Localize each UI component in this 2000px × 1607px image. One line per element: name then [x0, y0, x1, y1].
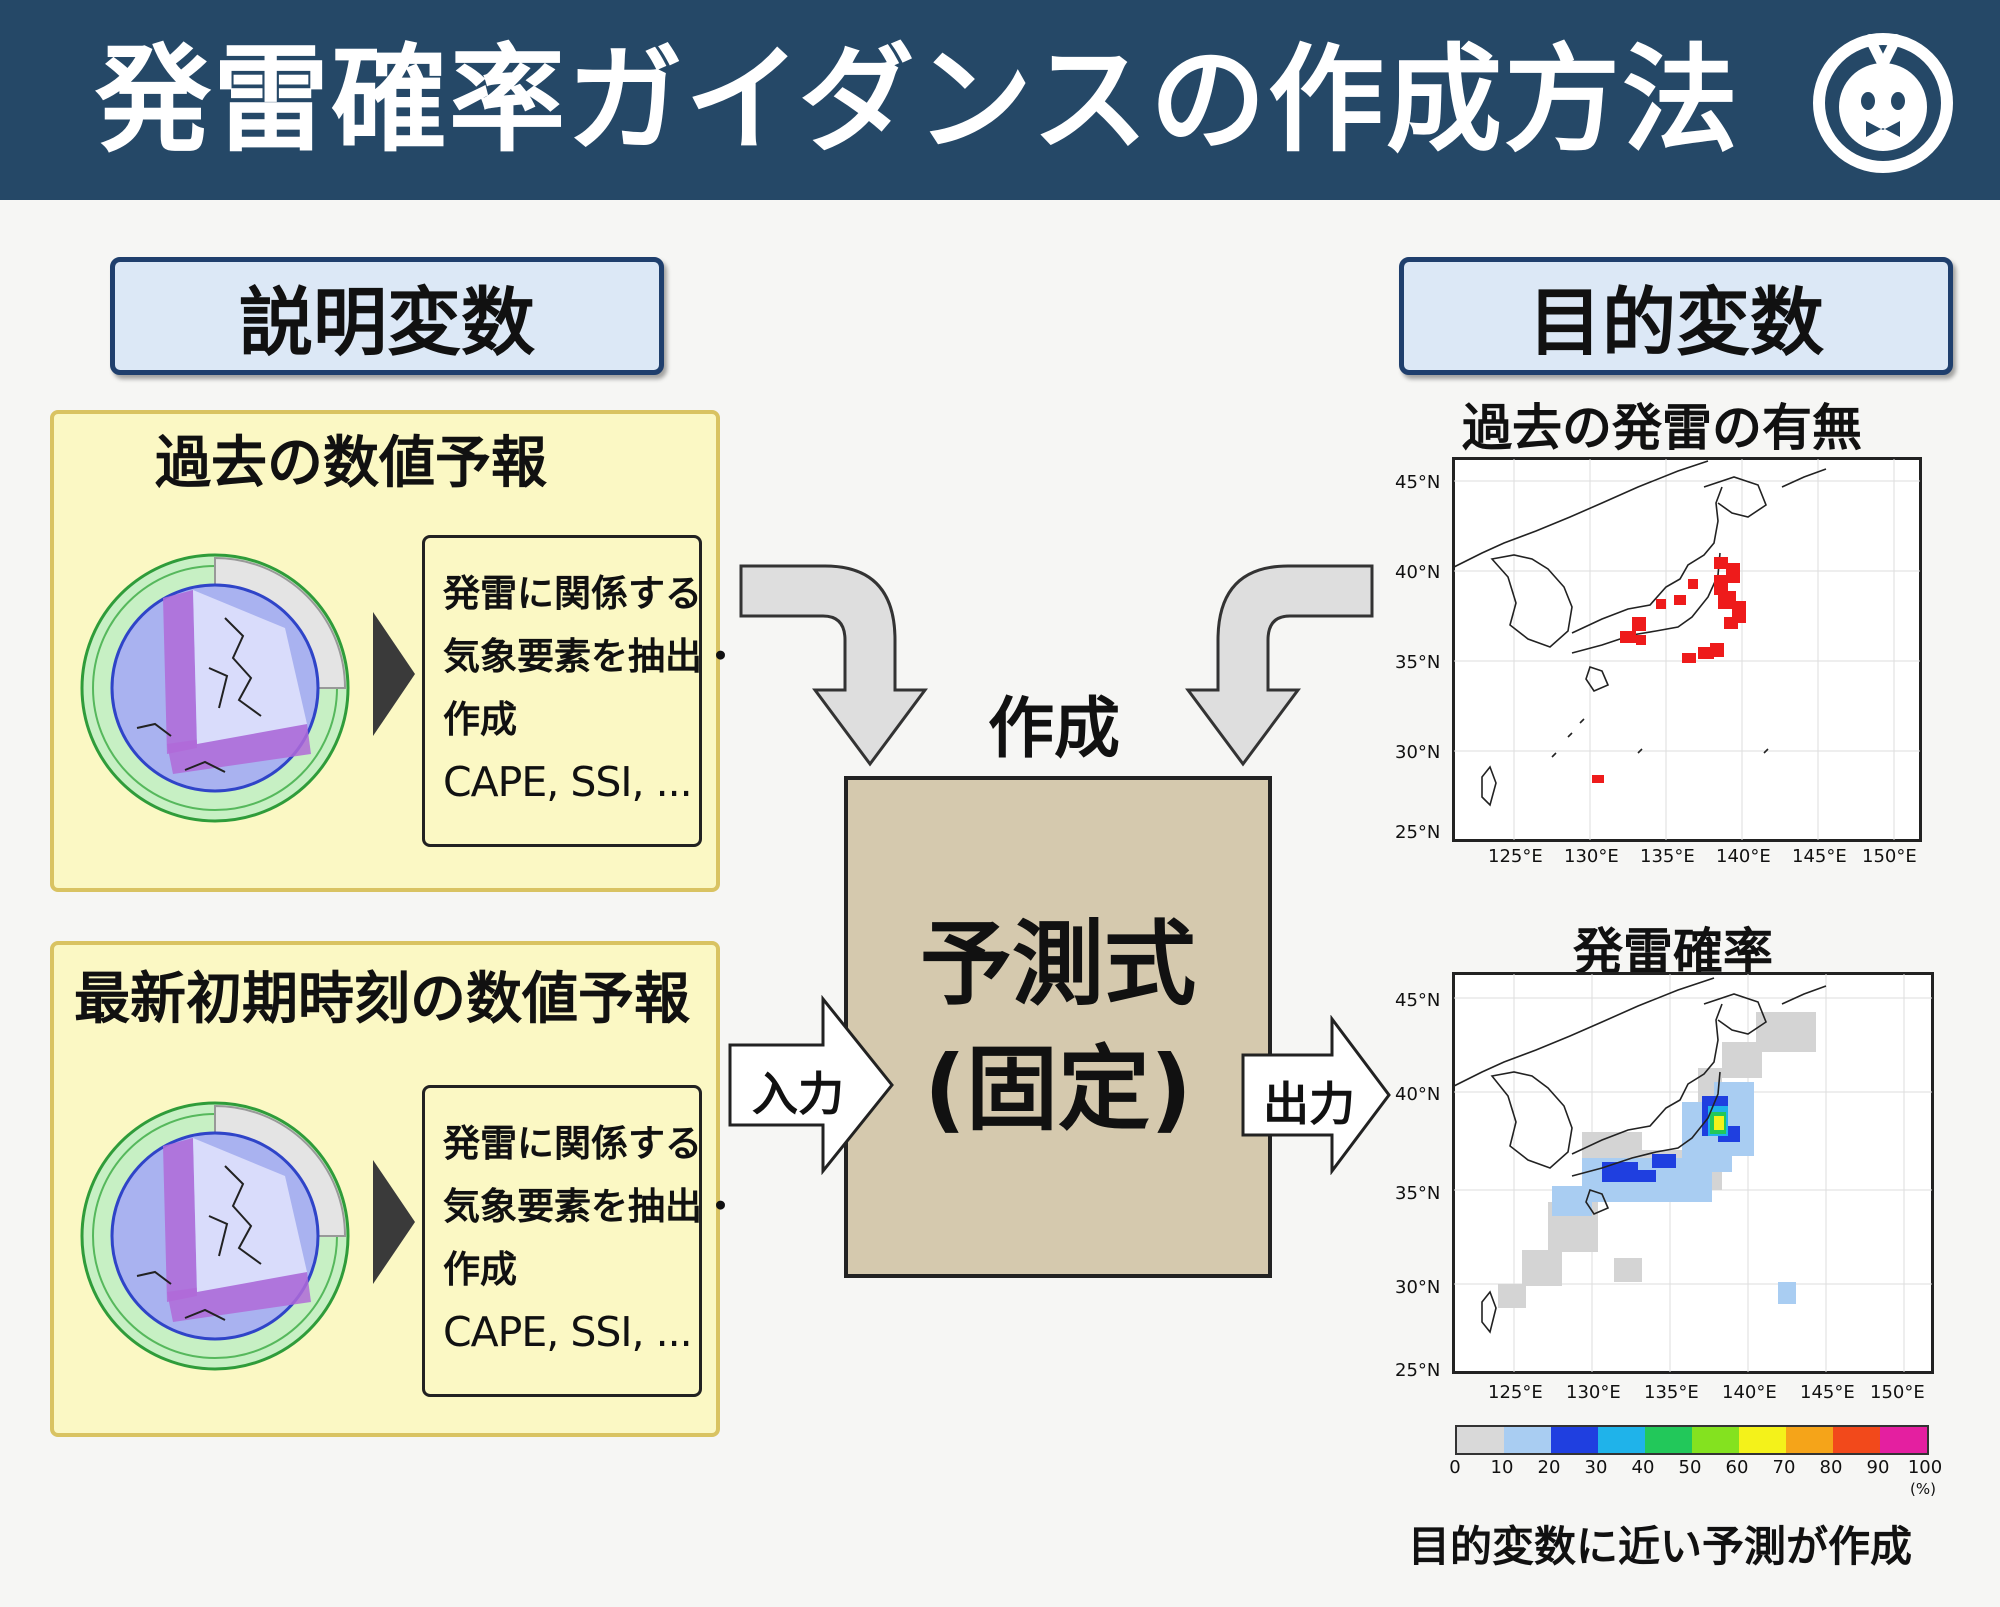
colorbar-segment — [1692, 1427, 1739, 1453]
lat-label: 25°N — [1395, 1360, 1441, 1381]
lon-label: 150°E — [1862, 846, 1917, 867]
chevron-right-icon — [373, 1160, 415, 1284]
lon-label: 140°E — [1722, 1382, 1777, 1403]
box-line: 作成 — [443, 1248, 517, 1291]
lon-label: 145°E — [1792, 846, 1847, 867]
colorbar-segment — [1880, 1427, 1927, 1453]
input-arrow — [728, 995, 894, 1175]
colorbar-tick-label: 20 — [1537, 1457, 1561, 1478]
curved-arrow-right — [1185, 564, 1374, 767]
lon-label: 135°E — [1644, 1382, 1699, 1403]
lon-label: 150°E — [1870, 1382, 1925, 1403]
colorbar-tick-label: 30 — [1584, 1457, 1608, 1478]
latest-nwp-title: 最新初期時刻の数値予報 — [74, 967, 690, 1032]
make-label: 作成 — [988, 690, 1120, 767]
lat-label: 30°N — [1395, 1277, 1441, 1298]
colorbar-tick-label: 0 — [1449, 1457, 1461, 1478]
explanatory-variables-label: 説明変数 — [110, 257, 664, 375]
objective-variables-label: 目的変数 — [1399, 257, 1953, 375]
colorbar-unit: (%) — [1910, 1480, 1936, 1498]
colorbar-segment — [1645, 1427, 1692, 1453]
colorbar — [1455, 1425, 1929, 1455]
box-line: 作成 — [443, 698, 517, 741]
map-title-probability: 発雷確率 — [1573, 923, 1773, 981]
lat-label: 45°N — [1395, 472, 1441, 493]
lon-label: 125°E — [1488, 1382, 1543, 1403]
formula-title: 予測式 — [919, 911, 1196, 1018]
extract-elements-box: 発雷に関係する 気象要素を抽出・ 作成 CAPE, SSI, ... — [422, 1085, 739, 1397]
colorbar-tick-label: 100 — [1907, 1457, 1943, 1478]
colorbar-segment — [1457, 1427, 1504, 1453]
colorbar-segment — [1786, 1427, 1833, 1453]
map-title-past-lightning: 過去の発雷の有無 — [1462, 399, 1862, 457]
colorbar-tick-label: 70 — [1772, 1457, 1796, 1478]
lat-label: 25°N — [1395, 822, 1441, 843]
lon-label: 135°E — [1640, 846, 1695, 867]
colorbar-tick-label: 10 — [1490, 1457, 1514, 1478]
lightning-probability-map — [1452, 972, 1934, 1374]
past-nwp-title: 過去の数値予報 — [155, 431, 547, 496]
lon-label: 145°E — [1800, 1382, 1855, 1403]
colorbar-segment — [1833, 1427, 1880, 1453]
lon-label: 130°E — [1564, 846, 1619, 867]
box-line: 気象要素を抽出・ — [443, 635, 739, 678]
colorbar-tick-label: 50 — [1678, 1457, 1702, 1478]
colorbar-segment — [1598, 1427, 1645, 1453]
prediction-formula-box: 予測式 (固定) — [844, 776, 1272, 1278]
box-line: 気象要素を抽出・ — [443, 1185, 739, 1228]
output-label: 出力 — [1263, 1077, 1355, 1131]
box-line: CAPE, SSI, ... — [443, 1308, 693, 1356]
input-label: 入力 — [752, 1067, 844, 1121]
mascot-logo-icon — [1813, 33, 1953, 173]
model-globe-icon — [80, 1101, 350, 1371]
conclusion-text: 目的変数に近い予測が作成 — [1408, 1522, 1913, 1571]
lon-label: 125°E — [1488, 846, 1543, 867]
lat-label: 35°N — [1395, 1183, 1441, 1204]
output-arrow — [1241, 1015, 1391, 1175]
model-globe-icon — [80, 553, 350, 823]
colorbar-tick-label: 60 — [1725, 1457, 1749, 1478]
header-bar — [0, 0, 2000, 200]
colorbar-tick-label: 40 — [1631, 1457, 1655, 1478]
colorbar-tick-label: 90 — [1866, 1457, 1890, 1478]
lightning-observation-map — [1452, 457, 1922, 842]
box-line: CAPE, SSI, ... — [443, 758, 693, 806]
colorbar-segment — [1504, 1427, 1551, 1453]
formula-fixed-label: (固定) — [923, 1036, 1193, 1143]
lat-label: 40°N — [1395, 562, 1441, 583]
colorbar-ticks: 0 10 20 30 40 50 60 70 80 90 100 — [1449, 1457, 1942, 1481]
lon-label: 130°E — [1566, 1382, 1621, 1403]
colorbar-segment — [1551, 1427, 1598, 1453]
colorbar-tick-label: 80 — [1819, 1457, 1843, 1478]
curved-arrow-left — [739, 564, 928, 767]
box-line: 発雷に関係する — [443, 572, 702, 615]
extract-elements-box: 発雷に関係する 気象要素を抽出・ 作成 CAPE, SSI, ... — [422, 535, 739, 847]
lat-label: 35°N — [1395, 652, 1441, 673]
lat-label: 30°N — [1395, 742, 1441, 763]
lat-label: 40°N — [1395, 1084, 1441, 1105]
lon-label: 140°E — [1716, 846, 1771, 867]
colorbar-segment — [1739, 1427, 1786, 1453]
lat-label: 45°N — [1395, 990, 1441, 1011]
chevron-right-icon — [373, 612, 415, 736]
page-title: 発雷確率ガイダンスの作成方法 — [95, 33, 1741, 168]
box-line: 発雷に関係する — [443, 1122, 702, 1165]
